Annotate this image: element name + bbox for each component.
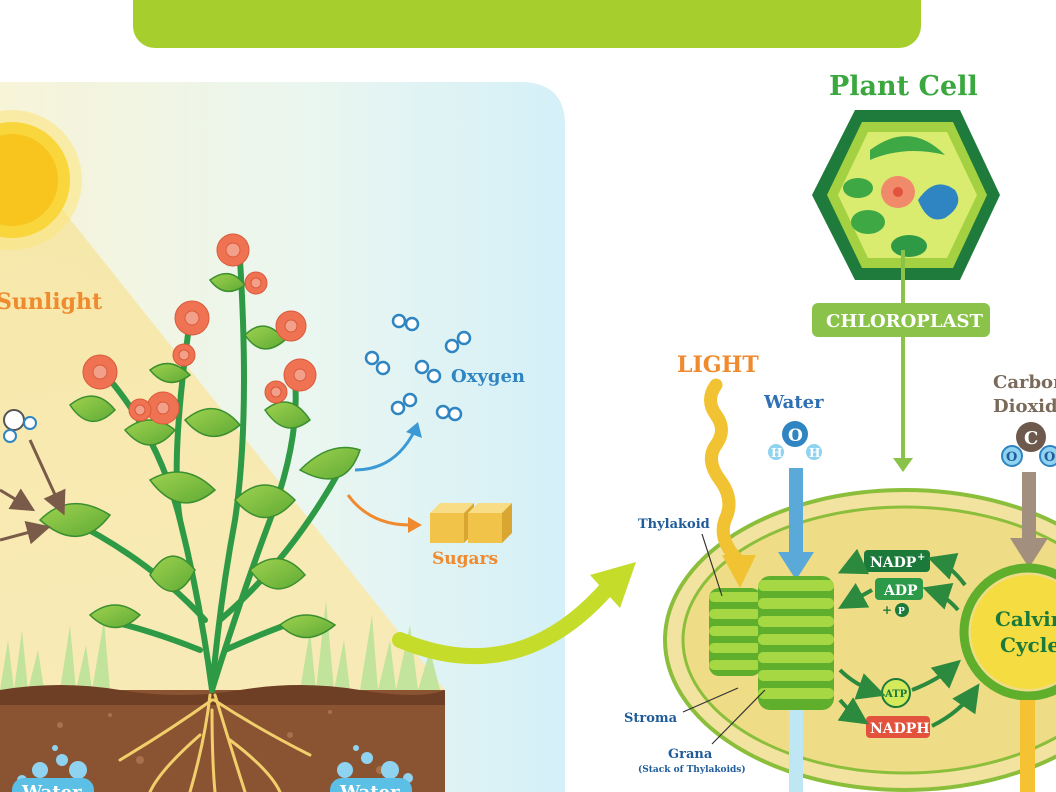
transition-arrowhead [590,562,636,608]
water-left-label: Water [21,782,82,792]
chloroplast-down-arrowhead [893,458,913,472]
chloroplast-label: CHLOROPLAST [826,311,983,332]
grass-decoration [0,600,440,690]
sun-icon [0,110,82,250]
nadp-plus-badge [864,550,930,572]
nadp-plus-label: NADP [870,555,917,571]
stroma-pointer [682,687,739,713]
oxygen-arrowhead [406,422,422,438]
water-label-right: Water [763,392,824,413]
co2-o1-atom: O [1006,450,1017,465]
plant-cell-icon [812,110,1000,280]
calvin-cycle-center [971,575,1056,689]
thylakoid-label: Thylakoid [638,517,710,532]
plant-stems [67,257,343,693]
grana-stack-right [758,576,834,710]
light-arrowhead [722,555,756,588]
nadph-label: NADPH [870,721,930,737]
light-label: LIGHT [677,352,759,378]
oxygen-arrow [354,429,417,472]
transition-arrow [392,577,618,665]
water-h1-atom: H [771,446,782,460]
sugars-arrow [346,494,411,527]
calvin-line2: Cycle [1000,633,1056,657]
water-droplets-right [337,745,413,783]
thylakoid-pointer [701,533,723,597]
phosphate-icon [895,603,909,617]
plant-flowers [82,233,317,425]
sugars-label: Sugars [432,549,498,569]
co2-arrowhead [1010,538,1048,568]
soil [0,685,445,792]
water-down-arrow [789,468,803,554]
water-arrowhead [778,552,814,580]
chloroplast-badge [812,303,990,337]
sugar-cubes-icon [430,503,512,543]
light-wave-arrow [704,378,745,567]
nadph-badge [866,716,930,738]
water-h2-atom: H [809,446,820,460]
stroma-label: Stroma [624,711,678,726]
atp-label: ATP [884,689,908,700]
cycle-arrows [837,548,980,728]
water-left-badge [12,778,94,792]
title-banner [133,0,921,48]
co2-c-atom: C [1024,428,1038,449]
plant-leaves [38,272,361,639]
grana-pointer [711,689,766,745]
calvin-line1: Calvin [995,607,1056,631]
co2-label-line1: Carbon [993,372,1056,393]
phosphate-label: P [898,607,905,617]
water-right-label: Water [339,782,400,792]
co2-arrows [0,439,66,545]
water-droplets-left [17,745,87,785]
oxygen-label: Oxygen [451,366,525,387]
co2-molecule-icon [1001,422,1056,467]
grana-stack-left [709,588,761,676]
plus-p-label: + [882,603,892,617]
calvin-cycle-ring [959,563,1056,701]
co2-label-line2: Dioxide [993,396,1056,417]
co2-molecule-left-icon [3,409,37,443]
plant-cell-title: Plant Cell [829,71,978,102]
water-o-atom: O [788,426,803,446]
co2-down-arrow [1022,472,1036,540]
sugar-out-tube [1020,700,1035,792]
sugars-arrowhead [408,517,422,533]
adp-label: ADP [883,583,918,599]
adp-badge [875,578,923,600]
sunlight-label: Sunlight [0,289,103,315]
oxygen-out-tube [789,710,803,792]
oxygen-molecules-icon [364,313,472,422]
co2-o2-atom: O [1044,450,1055,465]
water-right-badge [330,778,412,792]
grana-sub-label: (Stack of Thylakoids) [638,764,746,775]
nadp-plus-sup: + [917,552,925,563]
grana-label: Grana [668,747,713,762]
roots [118,693,312,792]
water-molecule-icon [766,421,824,462]
